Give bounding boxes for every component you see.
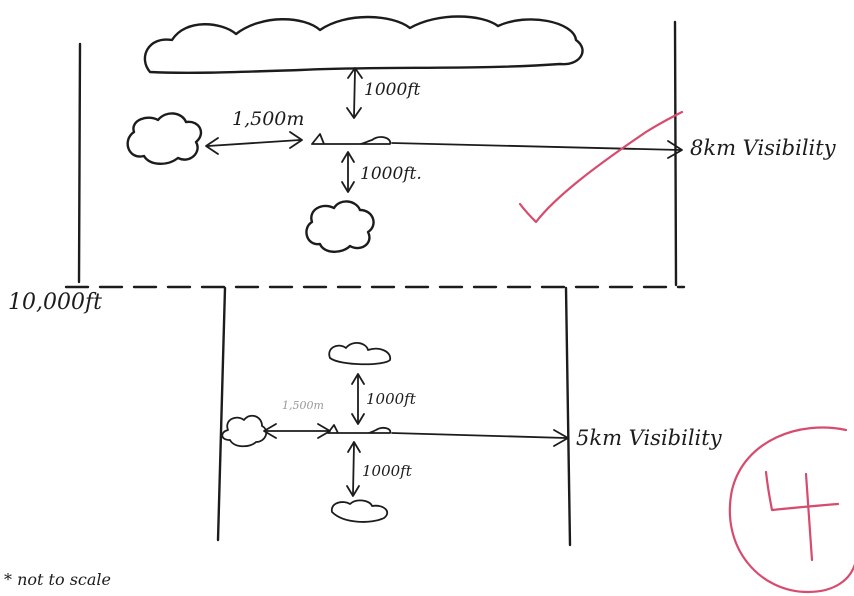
upper-above-separation-label: 1000ft	[364, 82, 420, 99]
cloud-below-small-icon	[332, 500, 387, 522]
vertical-arrow-above-lower	[352, 374, 364, 424]
lower-distance-label: 1,500m	[282, 400, 324, 411]
visibility-arrow-upper	[392, 141, 682, 158]
cloud-layer-icon	[145, 17, 583, 73]
lower-below-separation-label: 1000ft	[362, 464, 412, 479]
grade-four-mark	[766, 472, 838, 560]
lower-box-left-edge	[218, 288, 225, 540]
vertical-arrow-below	[342, 152, 354, 192]
cloud-below-icon	[306, 201, 373, 251]
checkmark-icon	[520, 112, 682, 222]
lower-box-right-edge	[566, 288, 570, 545]
cloud-left-small-icon	[222, 416, 266, 447]
aircraft-icon	[312, 134, 390, 144]
footnote: * not to scale	[4, 572, 111, 588]
vertical-arrow-below-lower	[347, 442, 360, 496]
horizontal-arrow-to-cloud	[206, 132, 302, 154]
cloud-above-small-icon	[329, 343, 390, 364]
upper-box-left-edge	[79, 44, 80, 282]
aircraft-small-icon	[328, 425, 390, 433]
lower-above-separation-label: 1000ft	[366, 392, 416, 407]
altitude-label: 10,000ft	[8, 292, 102, 314]
upper-visibility-label: 8km Visibility	[690, 138, 836, 159]
horizontal-arrow-to-cloud-lower	[264, 424, 330, 438]
grade-circle-icon	[730, 428, 854, 593]
lower-visibility-label: 5km Visibility	[576, 428, 722, 449]
upper-below-separation-label: 1000ft.	[360, 166, 422, 183]
upper-distance-label: 1,500m	[232, 110, 304, 129]
vertical-arrow-above	[347, 68, 362, 118]
cloud-left-icon	[128, 113, 201, 163]
visibility-arrow-lower	[392, 430, 568, 446]
